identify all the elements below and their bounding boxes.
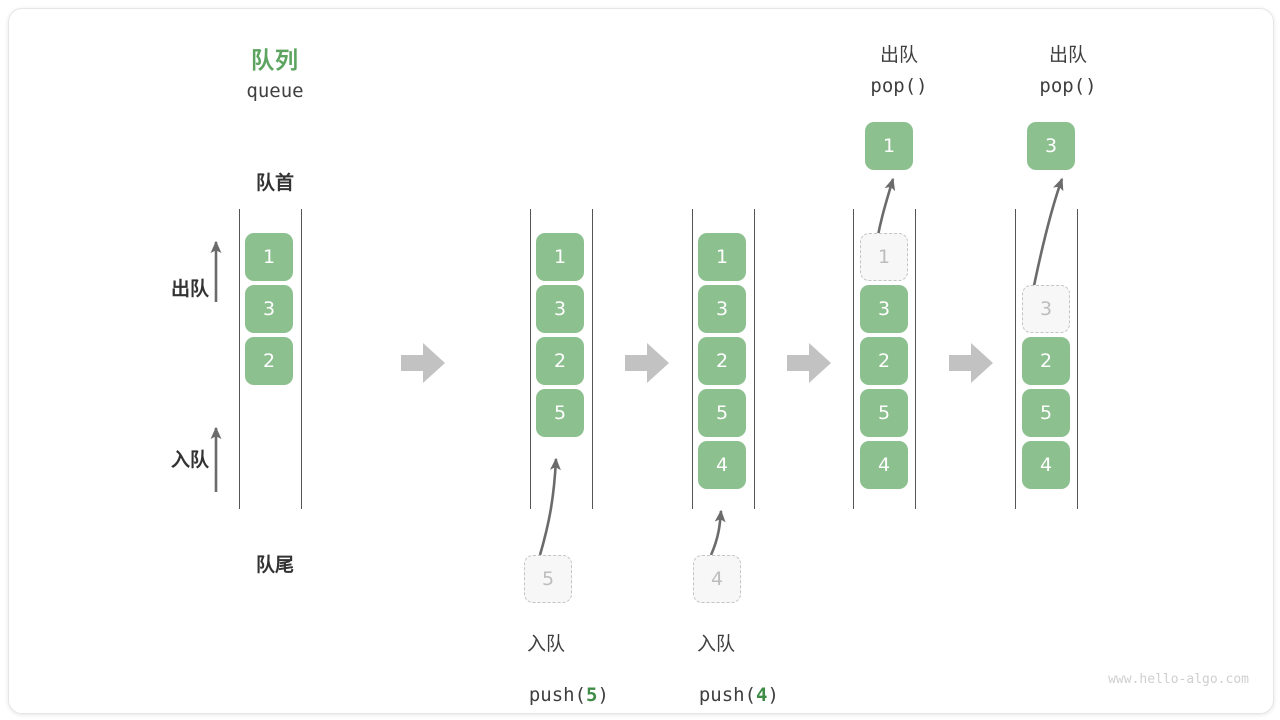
popped-cell-step3: 1 — [865, 122, 913, 170]
caption-pop2-code: pop() — [1039, 75, 1097, 97]
queue-rail-right-2 — [754, 209, 755, 509]
caption-push4-code-num: 4 — [756, 684, 768, 706]
transition-arrow-3 — [787, 343, 831, 383]
transition-arrow-1 — [401, 343, 445, 383]
cell-step1-3: 5 — [536, 389, 584, 437]
queue-rail-left-0 — [239, 209, 240, 509]
cell-step2-0: 1 — [698, 233, 746, 281]
cell-step4-1: 5 — [1022, 389, 1070, 437]
cell-step2-3: 5 — [698, 389, 746, 437]
queue-head-label: 队首 — [255, 172, 294, 194]
caption-pop2-cn: 出队 — [1048, 44, 1087, 66]
cell-step3-0: 3 — [860, 285, 908, 333]
transition-arrow-4 — [949, 343, 993, 383]
diagram-title-en: queue — [246, 80, 304, 102]
ghost-cell-step3: 1 — [860, 233, 908, 281]
cell-step0-1: 3 — [245, 285, 293, 333]
queue-rail-left-4 — [1015, 209, 1016, 509]
queue-rail-left-2 — [692, 209, 693, 509]
dequeue-direction-label: 出队 — [170, 278, 209, 300]
queue-rail-right-0 — [301, 209, 302, 509]
arrow-layer — [210, 177, 1064, 556]
caption-push5-code: push(5) — [528, 684, 609, 706]
diagram-title-cn: 队列 — [251, 48, 299, 74]
cell-step1-1: 3 — [536, 285, 584, 333]
queue-tail-label: 队尾 — [255, 554, 294, 576]
diagram-frame: 队列 queue 队首 队尾 出队 入队 入队 push(5) 入队 push(… — [8, 8, 1274, 714]
cell-step1-2: 2 — [536, 337, 584, 385]
cell-step4-0: 2 — [1022, 337, 1070, 385]
queue-rail-right-4 — [1077, 209, 1078, 509]
watermark: www.hello-algo.com — [1108, 672, 1249, 687]
cell-step3-2: 5 — [860, 389, 908, 437]
cell-step2-1: 3 — [698, 285, 746, 333]
queue-rail-left-1 — [530, 209, 531, 509]
push4-arrow — [709, 509, 726, 556]
push5-arrow — [538, 457, 561, 556]
cell-step0-2: 2 — [245, 337, 293, 385]
caption-push5-cn: 入队 — [526, 633, 565, 655]
cell-step0-0: 1 — [245, 233, 293, 281]
cell-step2-4: 4 — [698, 441, 746, 489]
queue-rail-right-1 — [592, 209, 593, 509]
caption-push4-cn: 入队 — [696, 633, 735, 655]
queue-rail-right-3 — [915, 209, 916, 509]
queue-rail-left-3 — [853, 209, 854, 509]
cell-step3-1: 2 — [860, 337, 908, 385]
caption-pop1-cn: 出队 — [879, 44, 918, 66]
ghost-cell-step4: 3 — [1022, 285, 1070, 333]
incoming-ghost-step1: 5 — [524, 555, 572, 603]
cell-step2-2: 2 — [698, 337, 746, 385]
cell-step1-0: 1 — [536, 233, 584, 281]
transition-arrow-2 — [625, 343, 669, 383]
caption-pop1-code: pop() — [870, 75, 928, 97]
cell-step4-2: 4 — [1022, 441, 1070, 489]
incoming-ghost-step2: 4 — [693, 555, 741, 603]
caption-push4-code: push(4) — [698, 684, 779, 706]
cell-step3-3: 4 — [860, 441, 908, 489]
caption-push5-code-text: push( — [528, 684, 587, 706]
caption-push5-code-num: 5 — [586, 684, 598, 706]
enqueue-direction-label: 入队 — [170, 449, 209, 471]
popped-cell-step4: 3 — [1027, 122, 1075, 170]
